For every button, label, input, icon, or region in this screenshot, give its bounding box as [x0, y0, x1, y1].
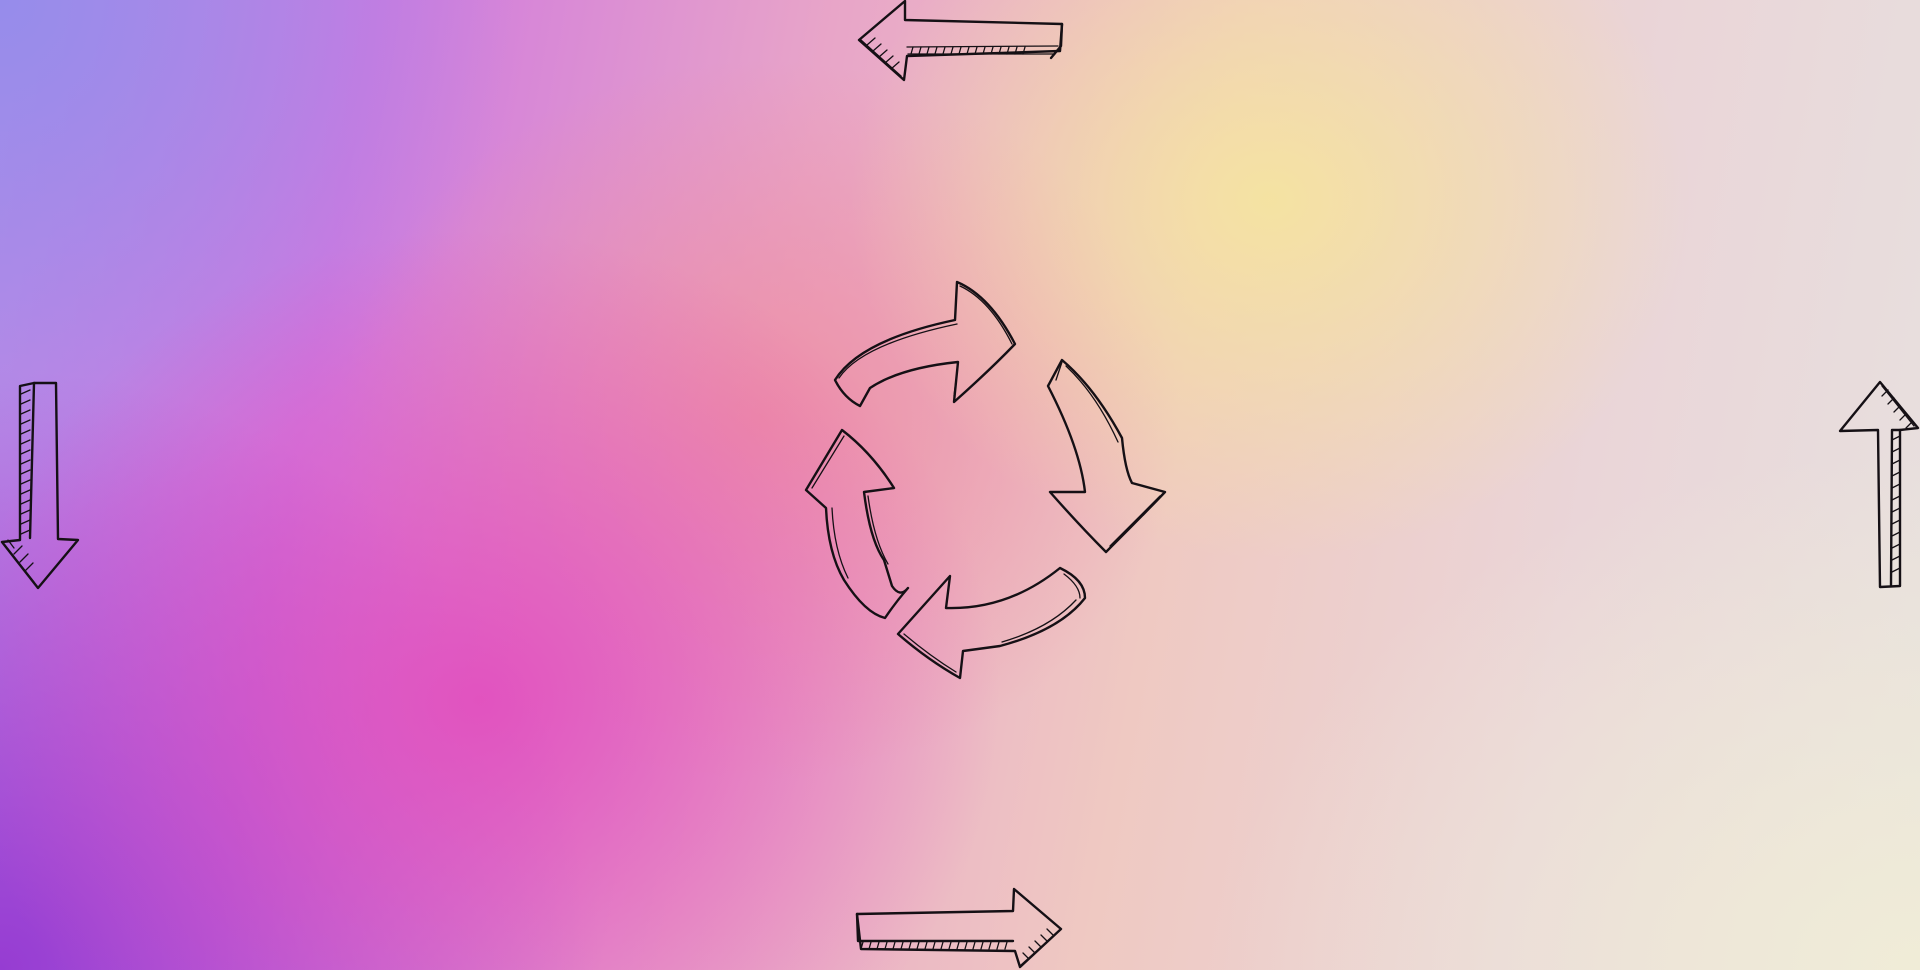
arrow-down-icon [0, 381, 84, 590]
arrow-right-icon [855, 887, 1065, 970]
arrow-up-icon [1836, 380, 1920, 590]
cycle-arrow-bottom [896, 566, 1087, 680]
cycle-arrow-left [804, 428, 910, 620]
cycle-arrow-right [1046, 358, 1167, 554]
cycle-arrow-top [833, 280, 1017, 408]
cycle-arrows-icon [750, 278, 1170, 692]
arrow-left-icon [855, 0, 1065, 82]
